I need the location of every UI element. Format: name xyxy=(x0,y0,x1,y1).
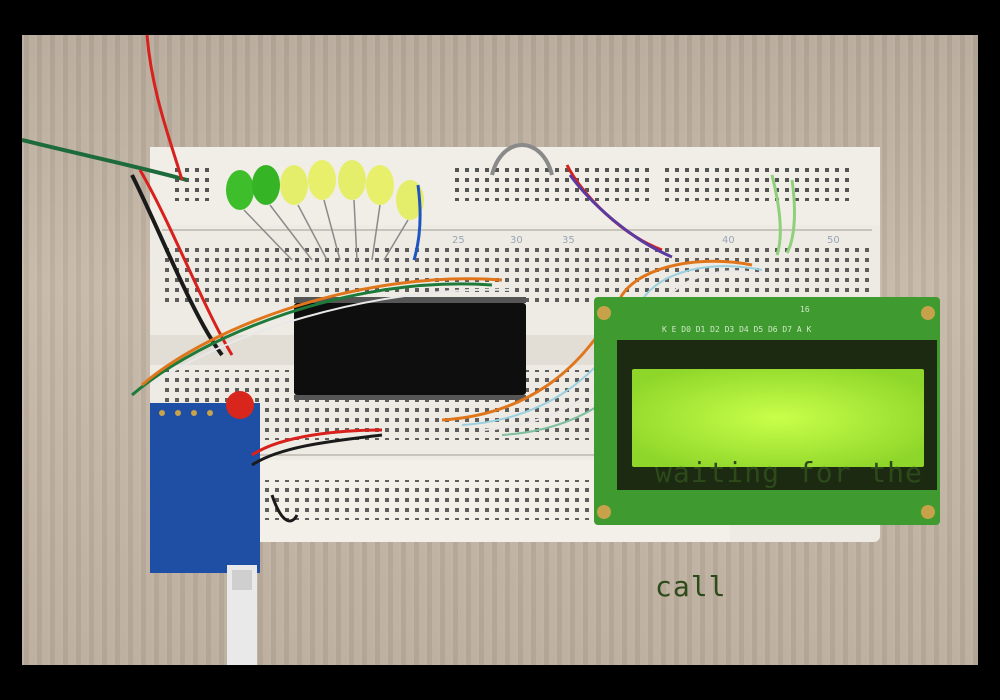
breadboard-col-35: 35 xyxy=(562,235,575,246)
breadboard-col-50: 50 xyxy=(827,235,840,246)
breadboard-photo: K E D0 D1 D2 D3 D4 D5 D6 D7 A K 16 25 30… xyxy=(22,35,978,665)
breadboard-col-40: 40 xyxy=(722,235,735,246)
lcd-line-1: waiting for the xyxy=(655,456,923,489)
lcd-pin-number: 16 xyxy=(800,305,810,314)
microcontroller-chip xyxy=(294,297,526,400)
scene xyxy=(22,35,940,665)
breadboard-col-25: 25 xyxy=(452,235,465,246)
audio-module xyxy=(150,403,260,665)
lcd-module xyxy=(594,297,940,525)
lcd-line-2: call xyxy=(655,570,727,603)
led-row xyxy=(226,160,424,419)
breadboard-col-30: 30 xyxy=(510,235,523,246)
lcd-pin-labels: K E D0 D1 D2 D3 D4 D5 D6 D7 A K xyxy=(662,325,812,334)
lcd-display-text: waiting for the call xyxy=(655,378,925,644)
